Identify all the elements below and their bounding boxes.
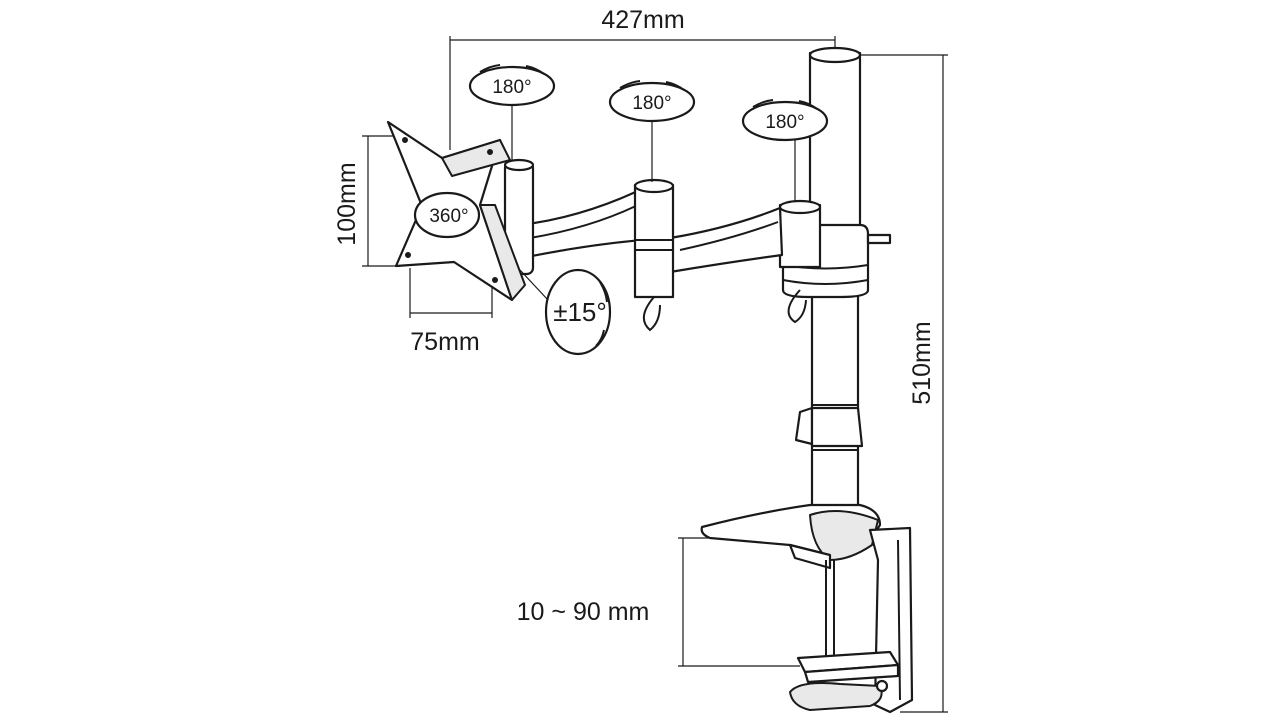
rotation-callout-3: 180°	[741, 99, 829, 202]
width-dimension: 427mm	[449, 6, 836, 150]
joint-2	[633, 178, 675, 332]
plate-rotation-label: 360°	[429, 206, 468, 227]
tilt-callout-leader	[519, 269, 549, 301]
width-label: 427mm	[601, 6, 684, 34]
tilt-label: ±15°	[553, 297, 607, 327]
collar-seam-2	[782, 279, 869, 285]
vesa-vertical-label: 100mm	[333, 162, 361, 245]
arm-1-edge	[529, 204, 639, 239]
tilt-callout: ±15°	[519, 268, 612, 356]
pole-top-cap	[808, 46, 862, 64]
vesa-vertical-dimension: 100mm	[333, 135, 400, 267]
rotation-callout-1: 180°	[468, 64, 556, 160]
vesa-hole	[402, 137, 408, 143]
tilt-head-cap	[503, 158, 535, 172]
rotation-arrow-icon	[619, 80, 641, 89]
tilt-callout-ellipse	[544, 268, 612, 356]
rotation-callout-1-label: 180°	[492, 77, 531, 98]
rotation-arrow-icon	[479, 64, 501, 73]
collar-knob	[866, 233, 892, 245]
vesa-hole	[492, 277, 498, 283]
desk-clamp	[700, 503, 914, 714]
joint-2-hook	[643, 296, 661, 332]
cable-clip-band	[810, 406, 864, 448]
vesa-hole	[405, 252, 411, 258]
arm-1-body	[518, 188, 644, 260]
clamp-dimension: 10 ~ 90 mm	[517, 537, 800, 667]
clamp-base-hub	[809, 510, 879, 561]
tilt-arrow-icon	[595, 329, 605, 347]
rotation-arrow-icon	[798, 100, 818, 110]
rotation-callout-3-label: 180°	[765, 112, 804, 133]
rotation-arrow-icon	[525, 65, 545, 75]
rotation-callout-2-label: 180°	[632, 93, 671, 114]
vesa-horizontal-dimension: 75mm	[409, 268, 493, 356]
arm-mount-collar	[778, 199, 892, 324]
rotation-callout-2: 180°	[608, 80, 696, 182]
joint-2-cap	[633, 178, 675, 194]
vesa-plate-edge-top	[441, 139, 511, 177]
clamp-body-edge	[897, 539, 901, 701]
rotation-callout-3-ellipse	[741, 100, 829, 142]
clamp-handle-pin	[875, 679, 889, 693]
height-label: 510mm	[908, 321, 936, 404]
arm-2-edge	[679, 221, 779, 251]
tilt-head	[503, 158, 535, 276]
vesa-plate-edge-side	[479, 204, 526, 301]
cable-clip	[794, 406, 814, 446]
vesa-hole	[487, 149, 493, 155]
rotation-arrow-icon	[665, 81, 685, 91]
tilt-arrow-icon	[599, 281, 608, 303]
arm-2-body	[668, 206, 784, 274]
vesa-plate: 360°	[386, 120, 526, 302]
joint-3-hook	[787, 289, 807, 324]
clamp-handle	[789, 682, 883, 711]
clamp-base-lip	[788, 543, 832, 570]
joint-3-post	[778, 203, 822, 269]
rotation-arrow-icon	[752, 99, 774, 108]
clamp-range-label: 10 ~ 90 mm	[517, 598, 650, 626]
plate-rotation-disc	[413, 191, 481, 239]
clamp-bottom-pad-side	[803, 663, 900, 684]
vesa-horizontal-label: 75mm	[410, 328, 479, 356]
joint-3-cap	[778, 199, 822, 215]
arm-segment-1	[518, 188, 644, 260]
arm-segment-2	[668, 206, 784, 274]
height-dimension: 510mm	[840, 54, 948, 713]
